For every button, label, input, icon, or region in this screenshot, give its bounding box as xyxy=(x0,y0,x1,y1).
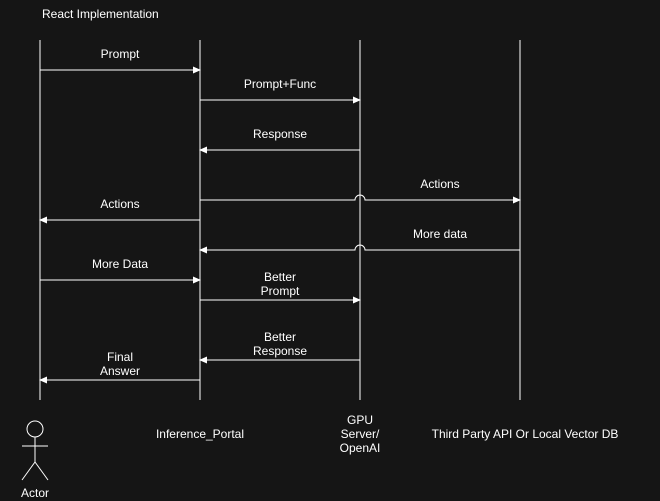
message-label-final-answer: Final Answer xyxy=(100,350,140,378)
participant-label-gpu-line1: GPU xyxy=(346,413,374,427)
message-label-better-prompt-line1: Better xyxy=(263,270,296,284)
message-label-prompt: Prompt xyxy=(100,47,140,61)
message-label-final-answer-line1: Final xyxy=(106,350,134,364)
participant-label-third-party: Third Party API Or Local Vector DB xyxy=(431,427,619,441)
actor-figure-icon xyxy=(21,420,49,481)
message-label-actions-actor: Actions xyxy=(100,197,140,211)
message-label-better-response-line1: Better xyxy=(263,330,297,344)
diagram-title: React Implementation xyxy=(42,7,159,21)
message-label-response: Response xyxy=(252,127,308,141)
participant-label-actor: Actor xyxy=(20,486,50,500)
participant-label-portal: Inference_Portal xyxy=(155,427,245,441)
message-label-better-prompt-line2: Prompt xyxy=(260,284,300,298)
message-actions-third-party-arrow xyxy=(200,194,521,204)
message-label-better-response-line2: Response xyxy=(252,344,308,358)
participant-label-gpu-line2: Server/ xyxy=(340,427,380,441)
message-label-better-response: Better Response xyxy=(253,330,307,358)
message-label-actions-third-party: Actions xyxy=(420,177,460,191)
message-label-better-prompt: Better Prompt xyxy=(261,270,300,298)
message-label-prompt-func: Prompt+Func xyxy=(243,77,317,91)
message-label-more-data: More data xyxy=(412,227,468,241)
participant-label-gpu: GPU Server/ OpenAI xyxy=(340,413,381,455)
message-label-final-answer-line2: Answer xyxy=(99,364,141,378)
message-label-more-data-actor: More Data xyxy=(91,257,149,271)
message-more-data-arrow xyxy=(199,244,520,254)
participant-label-gpu-line3: OpenAI xyxy=(339,441,381,455)
